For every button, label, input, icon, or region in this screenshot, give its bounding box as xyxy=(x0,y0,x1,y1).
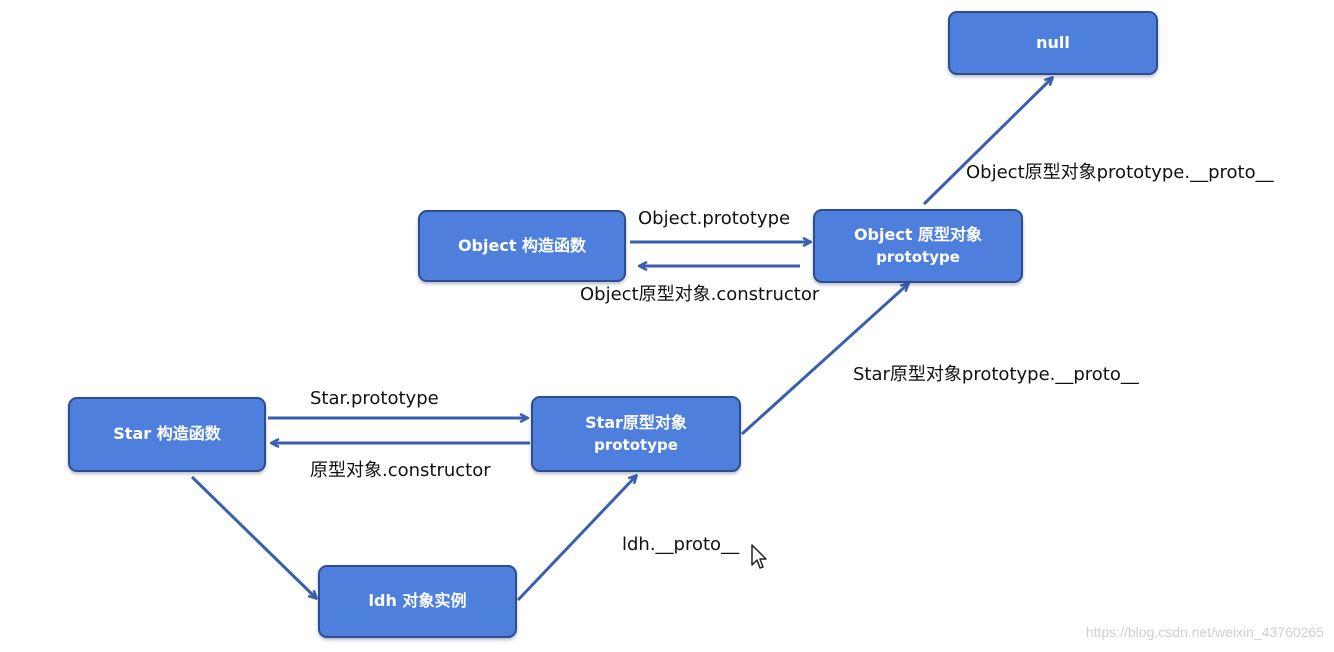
null-node: null xyxy=(948,11,1158,75)
star-prototype-node: Star原型对象 prototype xyxy=(531,396,741,472)
object-constructor-node: Object 构造函数 xyxy=(418,210,626,282)
label-object-prototype: Object.prototype xyxy=(638,208,791,229)
star-constructor-label: Star 构造函数 xyxy=(113,424,221,444)
mouse-pointer-icon xyxy=(751,544,767,569)
star-constructor-node: Star 构造函数 xyxy=(68,397,266,472)
star-prototype-sublabel: prototype xyxy=(594,435,678,454)
label-ldh-proto: ldh.__proto__ xyxy=(622,534,740,555)
label-object-proto-proto: Object原型对象prototype.__proto__ xyxy=(966,162,1274,183)
label-object-constructor: Object原型对象.constructor xyxy=(580,284,820,305)
arrow-ldh-proto xyxy=(516,476,636,602)
label-star-constructor: 原型对象.constructor xyxy=(310,460,491,481)
object-constructor-label: Object 构造函数 xyxy=(457,235,587,255)
arrow-object-proto-to-null xyxy=(922,78,1052,206)
watermark-text: https://blog.csdn.net/weixin_43760265 xyxy=(1085,624,1324,640)
star-prototype-label: Star原型对象 xyxy=(585,413,687,433)
arrow-star-proto-to-object-proto xyxy=(740,284,908,436)
ldh-instance-label: ldh 对象实例 xyxy=(368,591,467,611)
null-node-label: null xyxy=(1036,32,1070,52)
arrow-star-ctor-to-ldh xyxy=(190,475,316,598)
object-prototype-sublabel: prototype xyxy=(876,247,960,266)
ldh-instance-node: ldh 对象实例 xyxy=(318,565,517,638)
object-prototype-label: Object 原型对象 xyxy=(853,225,983,245)
label-star-proto-proto: Star原型对象prototype.__proto__ xyxy=(853,364,1139,385)
object-prototype-node: Object 原型对象 prototype xyxy=(813,209,1023,283)
label-star-prototype: Star.prototype xyxy=(310,388,439,409)
